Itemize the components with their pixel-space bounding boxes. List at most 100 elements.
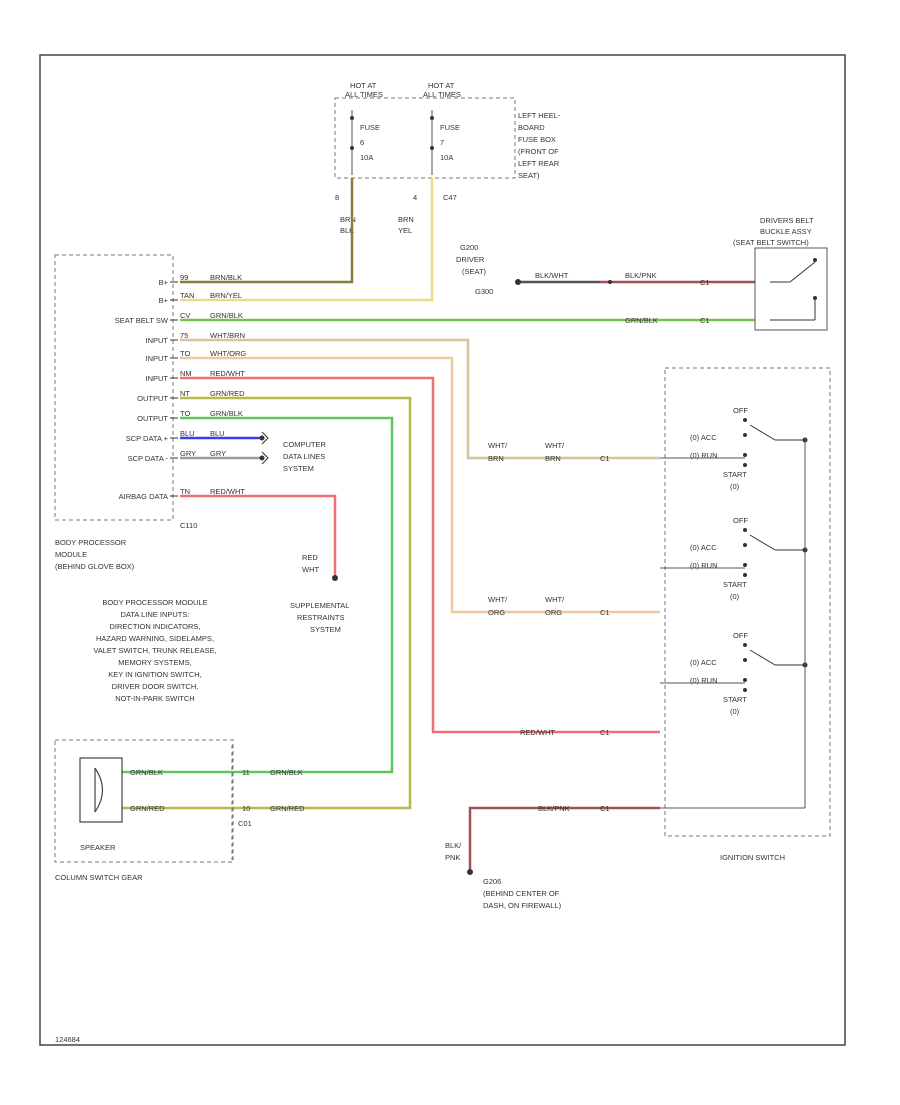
bpm-pin-num-7: TO: [180, 409, 190, 418]
g206-wire-2: PNK: [445, 853, 460, 862]
note-line-7: DRIVER DOOR SWITCH,: [112, 682, 199, 691]
wire-brnblk: [180, 178, 354, 284]
ign-wire-wo4: ORG: [545, 608, 562, 617]
bpm-pin-0: B+: [159, 278, 169, 287]
fuse-block: HOT AT ALL TIMES HOT AT ALL TIMES FUSE 6…: [334, 81, 561, 235]
speaker-pin-1: 11: [242, 768, 250, 777]
bpm-wire-label-2: GRN/BLK: [210, 311, 243, 320]
ign-wire-wb3: WHT/: [545, 441, 565, 450]
fuse1-label: FUSE: [360, 123, 380, 132]
wire-grnwht: [122, 416, 394, 774]
srs-wire-1: RED: [302, 553, 318, 562]
fuse-box-desc-2: BOARD: [518, 123, 545, 132]
seatbelt-label-3: (SEAT BELT SWITCH): [733, 238, 809, 247]
seatbelt-connector: C1: [700, 316, 710, 325]
computer-label-1: COMPUTER: [283, 440, 327, 449]
wire-whtorg: [180, 356, 660, 614]
note-line-3: HAZARD WARNING, SIDELAMPS,: [96, 634, 214, 643]
g300-label: G300: [475, 287, 493, 296]
wire-grnred: [122, 396, 412, 810]
bpm-wire-label-1: BRN/YEL: [210, 291, 242, 300]
bpm-wire-label-7: GRN/BLK: [210, 409, 243, 418]
bpm-pin-7: OUTPUT: [137, 414, 168, 423]
bpm-pin-num-6: NT: [180, 389, 190, 398]
ign-contact-0-2: [743, 453, 747, 457]
bpm-wire-label-8: BLU: [210, 429, 225, 438]
ign-contact-2-1: [743, 658, 747, 662]
ign-off-2: OFF: [733, 631, 748, 640]
ign-contact-1-2: [743, 563, 747, 567]
bpm-pin-1: B+: [159, 296, 169, 305]
speaker-label: SPEAKER: [80, 843, 116, 852]
srs-label-1: SUPPLEMENTAL: [290, 601, 349, 610]
g206-loc-2: DASH, ON FIREWALL): [483, 901, 562, 910]
bpm-pin-10: AIRBAG DATA: [119, 492, 168, 501]
ign-acc-2: (0) ACC: [690, 658, 717, 667]
speaker-wire-2: GRN/RED: [130, 804, 165, 813]
fuse2-rating: 10A: [440, 153, 453, 162]
hot-label-2b: ALL TIMES: [423, 90, 461, 99]
computer-data-lines: COMPUTER DATA LINES SYSTEM: [259, 431, 327, 473]
bpm-name-3: (BEHIND GLOVE BOX): [55, 562, 135, 571]
seatbelt-wire: GRN/BLK: [625, 316, 658, 325]
driver-seat-ground: G200 DRIVER (SEAT) G300 BLK/WHT BLK/PNK: [456, 243, 657, 296]
srs-label-2: RESTRAINTS: [297, 613, 345, 622]
bpm-pin-2: SEAT BELT SW: [115, 316, 169, 325]
fuse-wire1-a: BRN: [340, 215, 356, 224]
wire-tanyel: [180, 178, 434, 302]
ign-wire-wo1: WHT/: [488, 595, 508, 604]
hot-label-1: HOT AT: [350, 81, 377, 90]
bpm-pin-5: INPUT: [146, 374, 169, 383]
ground-g206: BLK/ PNK G206 (BEHIND CENTER OF DASH, ON…: [445, 841, 562, 910]
ign-wire-wo2: ORG: [488, 608, 505, 617]
ign-start-0: START: [723, 470, 747, 479]
bpm-pin-num-0: 99: [180, 273, 188, 282]
bpm-pin-4: INPUT: [146, 354, 169, 363]
ign-wire-wo3: WHT/: [545, 595, 565, 604]
bpm-name-2: MODULE: [55, 550, 87, 559]
speaker-wire-4: GRN/RED: [270, 804, 305, 813]
fuse-box-desc-4: (FRONT OF: [518, 147, 559, 156]
g206-wire-1: BLK/: [445, 841, 462, 850]
ign-contact-0-3: [743, 463, 747, 467]
diagram-border: [39, 54, 846, 1046]
g206-label: G206: [483, 877, 501, 886]
ign-start-2: START: [723, 695, 747, 704]
ign-arm-1: [749, 534, 776, 551]
g200-seat: (SEAT): [462, 267, 487, 276]
speaker-wire-3: GRN/BLK: [270, 768, 303, 777]
g206-loc-1: (BEHIND CENTER OF: [483, 889, 560, 898]
note-line-2: DIRECTION INDICATORS,: [110, 622, 201, 631]
ign-start-pos-0: (0): [730, 482, 740, 491]
fuse1-number: 6: [360, 138, 364, 147]
bpm-name-1: BODY PROCESSOR: [55, 538, 127, 547]
bpm-pin-num-10: TN: [180, 487, 190, 496]
note-line-8: NOT-IN-PARK SWITCH: [115, 694, 194, 703]
wire-airbag: [180, 494, 337, 578]
bpm-pin-3: INPUT: [146, 336, 169, 345]
srs-connection: RED WHT SUPPLEMENTAL RESTRAINTS SYSTEM: [290, 553, 349, 634]
fuse2-number: 7: [440, 138, 444, 147]
wires: [122, 178, 755, 872]
ign-wire-wb1: WHT/: [488, 441, 508, 450]
note-line-5: MEMORY SYSTEMS,: [118, 658, 192, 667]
srs-wire-2: WHT: [302, 565, 319, 574]
fuse-box-desc-1: LEFT HEEL-: [518, 111, 561, 120]
ign-conn-3: C1: [600, 728, 610, 737]
note-line-1: DATA LINE INPUTS:: [121, 610, 190, 619]
seatbelt-connector-2: C1: [700, 278, 710, 287]
ign-wire-bp: BLK/PNK: [538, 804, 570, 813]
fuse-box-desc-3: FUSE BOX: [518, 135, 556, 144]
bpm-pin-9: SCP DATA -: [128, 454, 169, 463]
seatbelt-label-1: DRIVERS BELT: [760, 216, 814, 225]
bpm-wire-label-3: WHT/BRN: [210, 331, 245, 340]
ign-arm-2: [749, 649, 776, 666]
bpm-wire-label-9: GRY: [210, 449, 226, 458]
note-line-4: VALET SWITCH, TRUNK RELEASE,: [93, 646, 216, 655]
wire-redwht: [180, 376, 660, 734]
ign-contact-1-1: [743, 543, 747, 547]
